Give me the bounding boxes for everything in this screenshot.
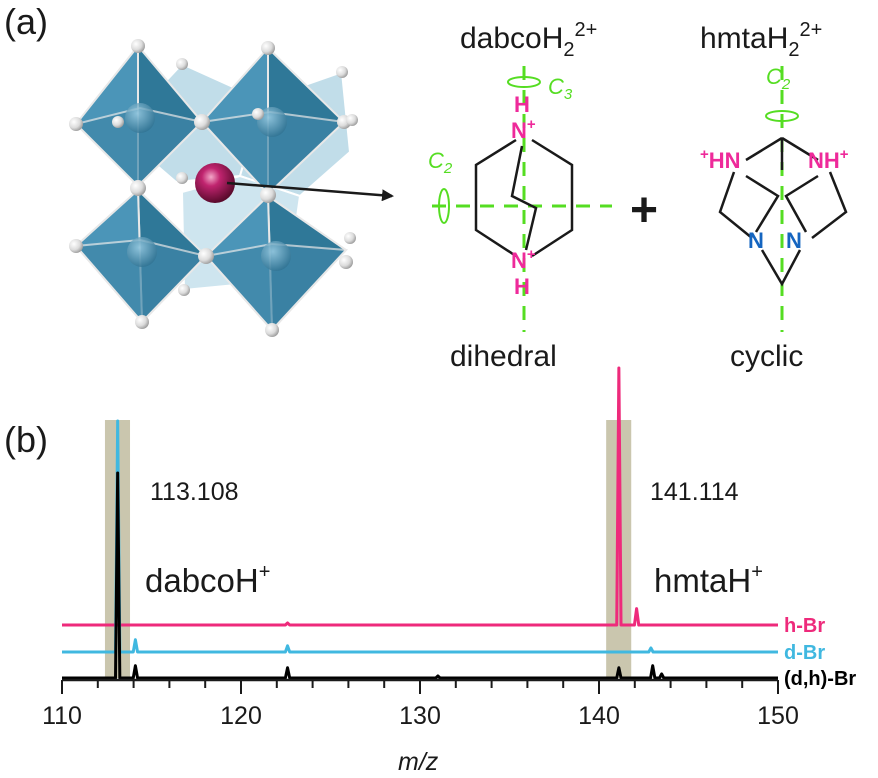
octahedron-lower-right <box>204 193 349 333</box>
dabco-c2-label: C2 <box>428 148 453 177</box>
x-tick-label-110: 110 <box>42 702 82 730</box>
halide-atoms <box>69 39 358 337</box>
series-label-d-br: d-Br <box>784 642 825 664</box>
dabco-h-bottom: H <box>514 274 530 299</box>
series-d-h-br <box>62 471 778 680</box>
hmta-c2-label: C2 <box>766 64 791 93</box>
dabco-c3-label: C3 <box>548 74 573 103</box>
hmta-n-left: N <box>748 228 764 253</box>
hmta-title: hmtaH22+ <box>700 19 822 61</box>
spectra-series <box>62 366 778 680</box>
series-label-h-br: h-Br <box>784 615 825 637</box>
plus-sign: + <box>630 184 658 237</box>
series-h-br <box>62 366 778 627</box>
dabco-c3-rotation-icon <box>507 76 541 88</box>
dabco-ion-label: dabcoH+ <box>145 561 270 599</box>
dabco-molecule: dabcoH22+ C3 C2 H N+ N+ H dihedral <box>428 19 612 373</box>
octahedron-upper-right <box>199 45 347 197</box>
hmta-molecule: hmtaH22+ C2 +HN NH+ N N cyclic <box>700 19 849 373</box>
series-d-br <box>62 419 778 654</box>
dabco-c2-rotation-icon <box>438 188 450 224</box>
hmta-mass-label: 141.114 <box>650 478 739 506</box>
dabco-description: dihedral <box>450 340 557 373</box>
x-axis: 110 120 130 140 150 <box>42 678 799 730</box>
dabco-mass-label: 113.108 <box>150 478 239 506</box>
hmta-ion-label: hmtaH+ <box>654 561 763 599</box>
hmta-n-right: N <box>786 228 802 253</box>
cation-arrow <box>226 181 394 202</box>
highlight-bands <box>104 420 632 678</box>
mass-spectrum: 110 120 130 140 150 h-Br d-Br (d,h)-Br <box>42 366 856 730</box>
x-axis-title: m/z <box>398 748 439 776</box>
a-site-cation <box>195 163 235 203</box>
dabco-h-top: H <box>514 92 530 117</box>
perovskite-framework <box>69 39 358 337</box>
dabco-bonds <box>474 138 574 258</box>
panel-b-label: (b) <box>4 419 48 460</box>
hmta-bonds <box>718 136 848 287</box>
x-tick-label-120: 120 <box>220 702 262 730</box>
x-tick-label-130: 130 <box>399 702 441 730</box>
dabco-title: dabcoH22+ <box>460 19 597 61</box>
dabco-n-bottom: N+ <box>511 246 536 273</box>
series-labels: h-Br d-Br (d,h)-Br <box>784 615 856 690</box>
hmta-hn-left: +HN <box>700 146 741 173</box>
hmta-nh-right: NH+ <box>808 146 849 173</box>
x-tick-label-150: 150 <box>757 702 799 730</box>
hmta-c2-rotation-icon <box>765 110 799 122</box>
dabco-n-top: N+ <box>511 116 536 143</box>
octahedron-upper-left <box>74 43 204 189</box>
series-label-d-h-br: (d,h)-Br <box>784 668 856 690</box>
hmta-description: cyclic <box>730 340 803 373</box>
octahedron-lower-left <box>73 187 208 325</box>
x-tick-label-140: 140 <box>578 702 620 730</box>
panel-a-label: (a) <box>4 1 48 42</box>
